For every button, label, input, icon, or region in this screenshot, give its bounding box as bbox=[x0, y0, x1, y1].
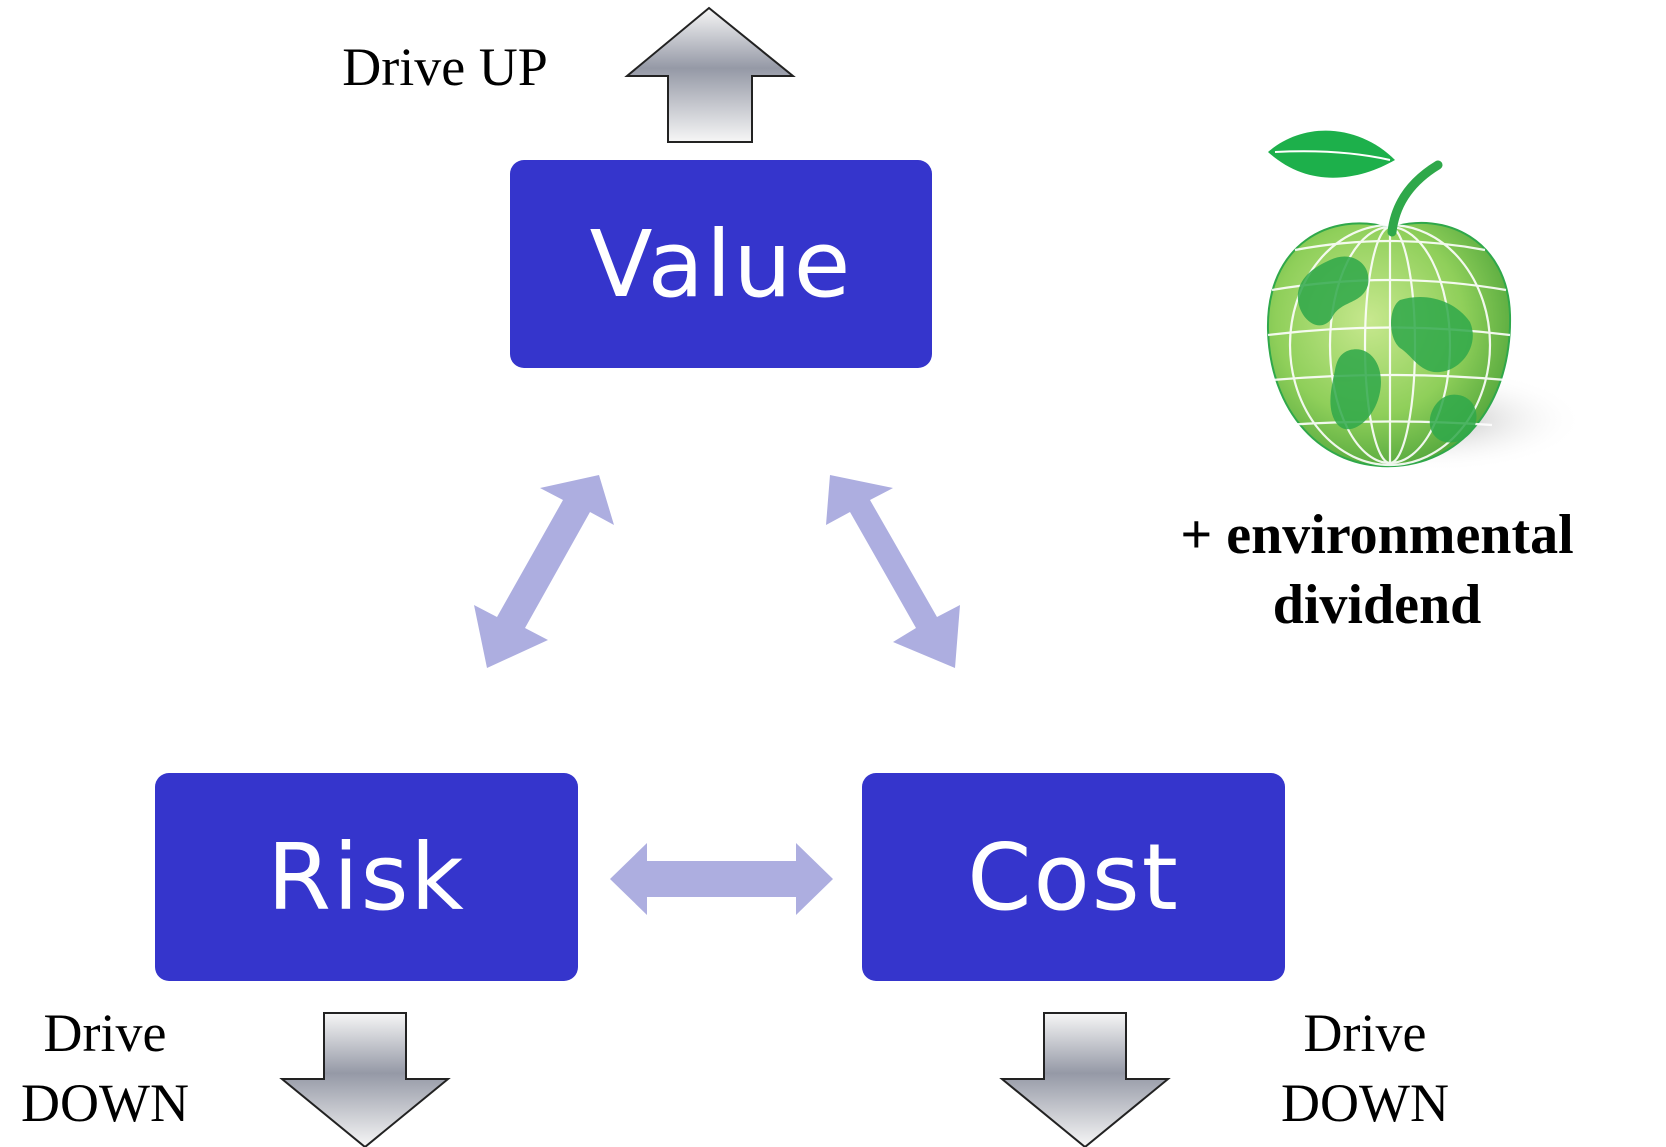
drive-down-left-line1: Drive bbox=[43, 1003, 167, 1063]
environmental-dividend-text: + environmental dividend bbox=[1102, 500, 1652, 640]
value-label: Value bbox=[589, 210, 853, 318]
drive-up-text: Drive UP bbox=[342, 37, 548, 97]
up-arrow-icon bbox=[624, 6, 796, 143]
drive-up-label: Drive UP bbox=[300, 32, 590, 102]
value-cost-connector bbox=[826, 475, 960, 668]
drive-down-left-line2: DOWN bbox=[21, 1073, 189, 1133]
env-text-line1: + environmental bbox=[1180, 504, 1574, 566]
drive-down-left-label: Drive DOWN bbox=[0, 998, 210, 1138]
risk-box: Risk bbox=[155, 773, 578, 981]
value-risk-connector bbox=[474, 475, 614, 668]
drive-down-right-label: Drive DOWN bbox=[1255, 998, 1475, 1138]
cost-label: Cost bbox=[967, 823, 1180, 931]
risk-label: Risk bbox=[267, 823, 466, 931]
down-arrow-left-icon bbox=[279, 1012, 451, 1147]
drive-down-right-line2: DOWN bbox=[1281, 1073, 1449, 1133]
cost-box: Cost bbox=[862, 773, 1285, 981]
green-apple-globe-icon bbox=[1266, 130, 1585, 472]
value-box: Value bbox=[510, 160, 932, 368]
env-text-line2: dividend bbox=[1272, 574, 1482, 636]
risk-cost-connector bbox=[610, 843, 833, 915]
down-arrow-right-icon bbox=[999, 1012, 1171, 1147]
drive-down-right-line1: Drive bbox=[1303, 1003, 1427, 1063]
